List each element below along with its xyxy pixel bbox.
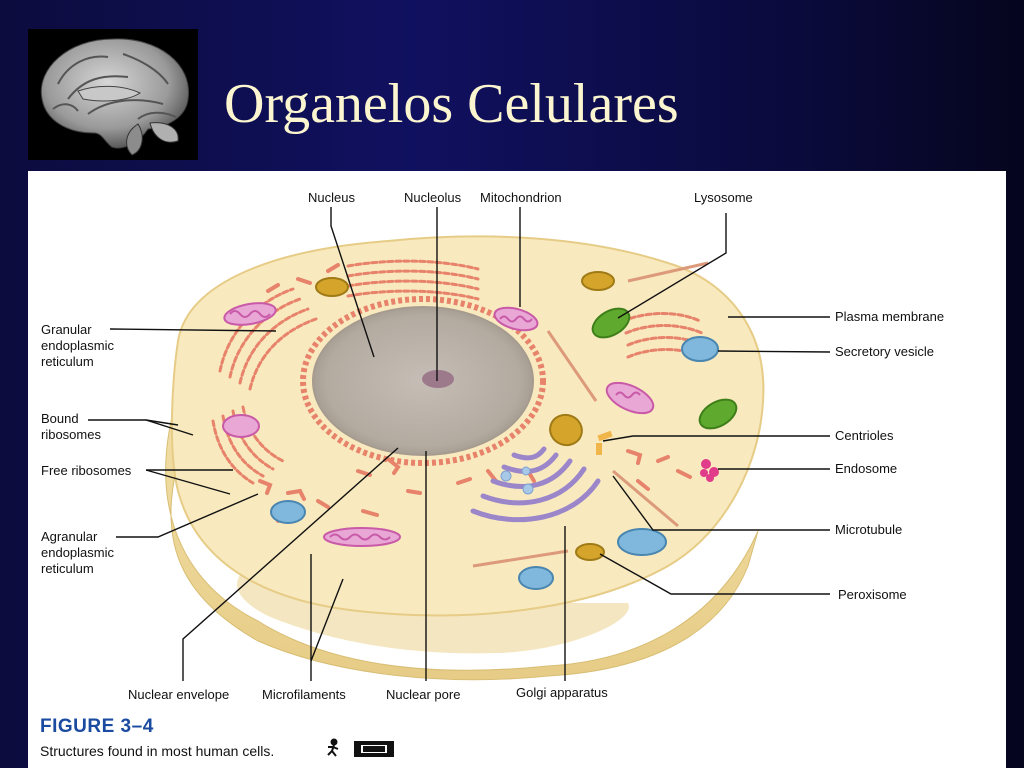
microtubules: [472, 261, 709, 568]
nucleus: [300, 296, 546, 466]
label-nucleolus: Nucleolus: [404, 190, 462, 205]
label-endosome: Endosome: [835, 461, 897, 476]
video-icon: [354, 741, 394, 757]
secretory-vesicles: [270, 336, 719, 590]
label-plasma-membrane: Plasma membrane: [835, 309, 944, 324]
peroxisomes: [315, 271, 615, 561]
label-agranular-er-2: endoplasmic: [41, 545, 114, 560]
cell-diagram-panel: Nucleus Nucleolus Mitochondrion Lysosome…: [28, 171, 1006, 768]
label-granular-er-1: Granular: [41, 322, 92, 337]
figure-caption: Structures found in most human cells.: [40, 743, 274, 759]
label-agranular-er-1: Agranular: [41, 529, 98, 544]
running-figure-icon: [327, 738, 339, 757]
label-secretory-vesicle: Secretory vesicle: [835, 344, 934, 359]
centrioles: [596, 430, 613, 455]
label-microfilaments: Microfilaments: [262, 687, 346, 702]
brain-illustration: [40, 38, 189, 156]
label-centrioles: Centrioles: [835, 428, 894, 443]
figure-number: FIGURE 3–4: [40, 716, 154, 737]
leader-lines: [88, 207, 831, 681]
label-microtubule: Microtubule: [835, 522, 902, 537]
label-nuclear-envelope: Nuclear envelope: [128, 687, 229, 702]
label-golgi-apparatus: Golgi apparatus: [516, 685, 608, 700]
label-bound-ribosomes-2: ribosomes: [41, 427, 101, 442]
label-mitochondrion: Mitochondrion: [480, 190, 562, 205]
brain-image: [28, 29, 198, 160]
slide-title: Organelos Celulares: [224, 73, 679, 135]
endosome: [700, 459, 719, 482]
lysosomes: [591, 307, 738, 430]
label-peroxisome: Peroxisome: [838, 587, 907, 602]
label-free-ribosomes: Free ribosomes: [41, 463, 132, 478]
label-nuclear-pore: Nuclear pore: [386, 687, 460, 702]
label-granular-er-3: reticulum: [41, 354, 94, 369]
label-agranular-er-3: reticulum: [41, 561, 94, 576]
label-lysosome: Lysosome: [694, 190, 753, 205]
label-granular-er-2: endoplasmic: [41, 338, 114, 353]
label-nucleus: Nucleus: [308, 190, 355, 205]
cell-diagram: Nucleus Nucleolus Mitochondrion Lysosome…: [40, 190, 944, 759]
label-bound-ribosomes-1: Bound: [41, 411, 79, 426]
mitochondria: [222, 302, 655, 547]
golgi-apparatus: [470, 446, 601, 523]
